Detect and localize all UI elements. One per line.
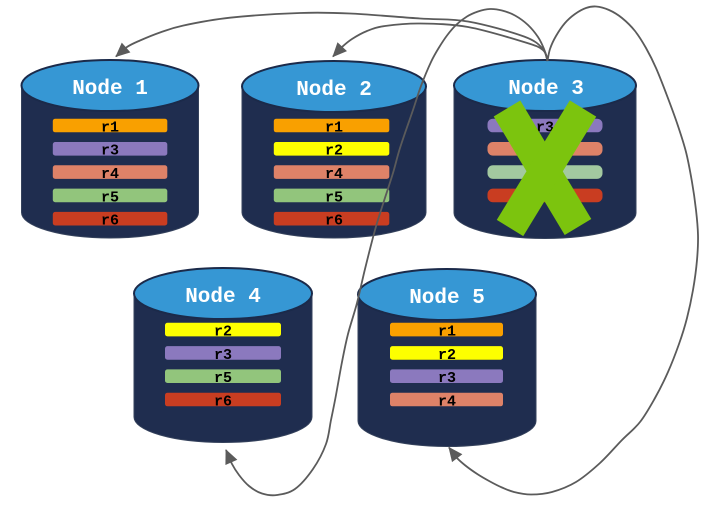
svg-text:r6: r6	[325, 213, 343, 230]
svg-text:r4: r4	[101, 166, 119, 183]
svg-text:Node 3: Node 3	[508, 78, 584, 101]
svg-text:r5: r5	[101, 189, 119, 206]
svg-text:r1: r1	[438, 324, 456, 341]
svg-text:r6: r6	[101, 213, 119, 230]
svg-text:Node 1: Node 1	[72, 78, 148, 101]
svg-text:r3: r3	[438, 370, 456, 387]
svg-text:r2: r2	[325, 143, 343, 160]
svg-text:r3: r3	[536, 119, 554, 136]
svg-text:r4: r4	[325, 166, 343, 183]
svg-text:Node 2: Node 2	[296, 79, 372, 102]
svg-text:Node 4: Node 4	[185, 286, 261, 309]
svg-text:r1: r1	[101, 119, 119, 136]
svg-text:r1: r1	[325, 119, 343, 136]
svg-text:r5: r5	[214, 370, 232, 387]
svg-text:r3: r3	[214, 347, 232, 364]
svg-text:r2: r2	[438, 347, 456, 364]
svg-text:r2: r2	[214, 324, 232, 341]
svg-text:r3: r3	[101, 143, 119, 160]
svg-text:r4: r4	[438, 393, 456, 410]
svg-text:r5: r5	[325, 189, 343, 206]
svg-text:r6: r6	[214, 393, 232, 410]
svg-text:Node 5: Node 5	[409, 287, 485, 310]
